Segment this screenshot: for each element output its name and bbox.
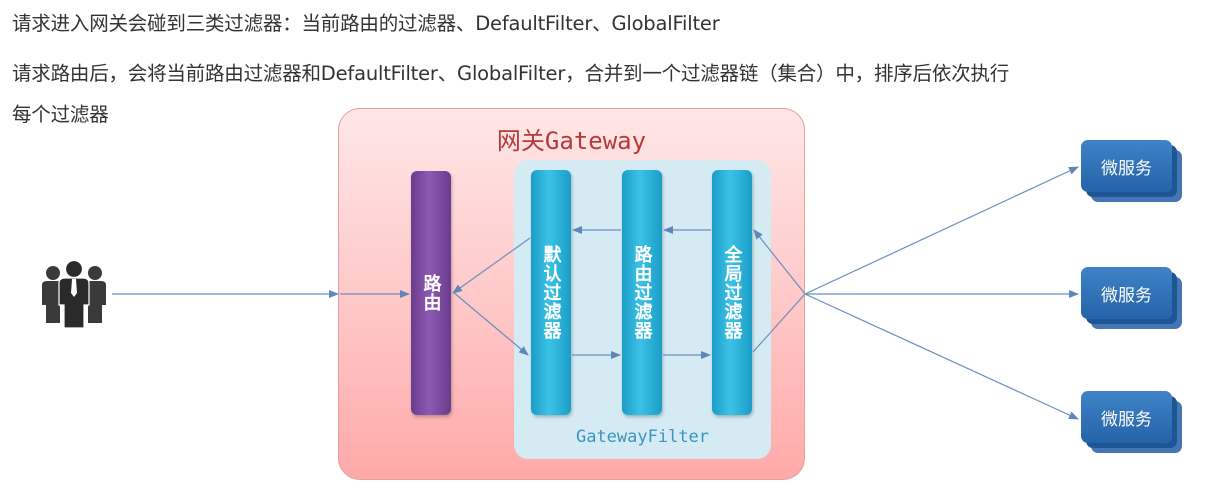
intro-line-1: 请求进入网关会碰到三类过滤器：当前路由的过滤器、DefaultFilter、Gl… [12,12,720,35]
global-to-dispatch-arrow [752,293,806,353]
global-filter-block: 全局过滤器 [712,170,752,415]
microservice-card-1: 微服务 [1081,140,1172,192]
route-filter-label: 路由过滤器 [631,245,653,340]
microservice-card-2: 微服务 [1081,267,1172,319]
to-service-3-arrow [804,293,1079,420]
microservice-card-3: 微服务 [1081,391,1172,443]
default-to-router-back-arrow [452,237,531,294]
intro-line-2: 请求路由后，会将当前路由过滤器和DefaultFilter、GlobalFilt… [12,62,1010,85]
route-filter-block: 路由过滤器 [622,170,662,415]
default-filter-label: 默认过滤器 [540,245,562,340]
router-to-default-arrow [452,291,529,356]
default-filter-block: 默认过滤器 [531,170,571,415]
intro-line-3: 每个过滤器 [12,103,109,126]
to-service-1-arrow [804,166,1079,295]
gateway-title: 网关Gateway [496,127,647,155]
router-label: 路由 [420,274,442,312]
router-block: 路由 [411,171,451,415]
dispatch-to-global-arrow [753,229,806,295]
global-filter-label: 全局过滤器 [721,245,743,340]
people-group-icon [42,259,106,329]
gateway-filter-label: GatewayFilter [575,427,710,447]
